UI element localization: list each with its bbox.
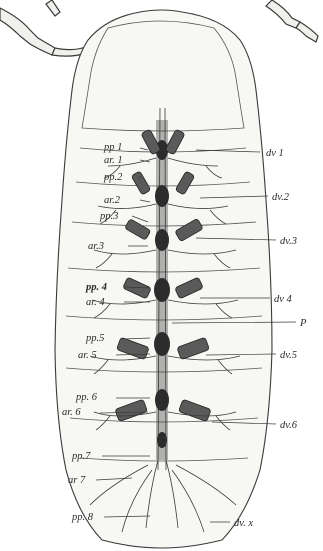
label-pp6: pp. 6 <box>75 392 98 403</box>
label-ar2: ar.2 <box>104 195 121 206</box>
label-ar5: ar. 5 <box>78 350 97 361</box>
label-pp1: pp 1 <box>103 142 122 153</box>
label-pp5: pp.5 <box>85 333 104 344</box>
label-pp3: pp.3 <box>99 211 118 222</box>
label-ar4: ar. 4 <box>86 297 105 308</box>
label-ar7: ar 7 <box>68 475 86 486</box>
label-dv1: dv 1 <box>266 148 284 159</box>
label-dv3: dv.3 <box>280 236 297 247</box>
label-dvx: dv. x <box>234 518 253 529</box>
label-dv2: dv.2 <box>272 192 290 203</box>
label-ar1: ar. 1 <box>104 155 123 166</box>
label-ar3: ar.3 <box>88 241 104 252</box>
label-pp2: pp.2 <box>103 172 123 183</box>
label-P: P <box>299 318 307 329</box>
label-dv5: dv.5 <box>280 350 297 361</box>
left-appendage <box>0 0 88 56</box>
label-pp4: pp. 4 <box>85 282 107 293</box>
label-dv6: dv.6 <box>280 420 298 431</box>
label-pp7: pp.7 <box>71 451 91 462</box>
right-appendage <box>266 0 318 42</box>
label-pp8: pp. 8 <box>71 512 94 523</box>
label-ar6: ar. 6 <box>62 407 81 418</box>
label-dv4: dv 4 <box>274 294 293 305</box>
